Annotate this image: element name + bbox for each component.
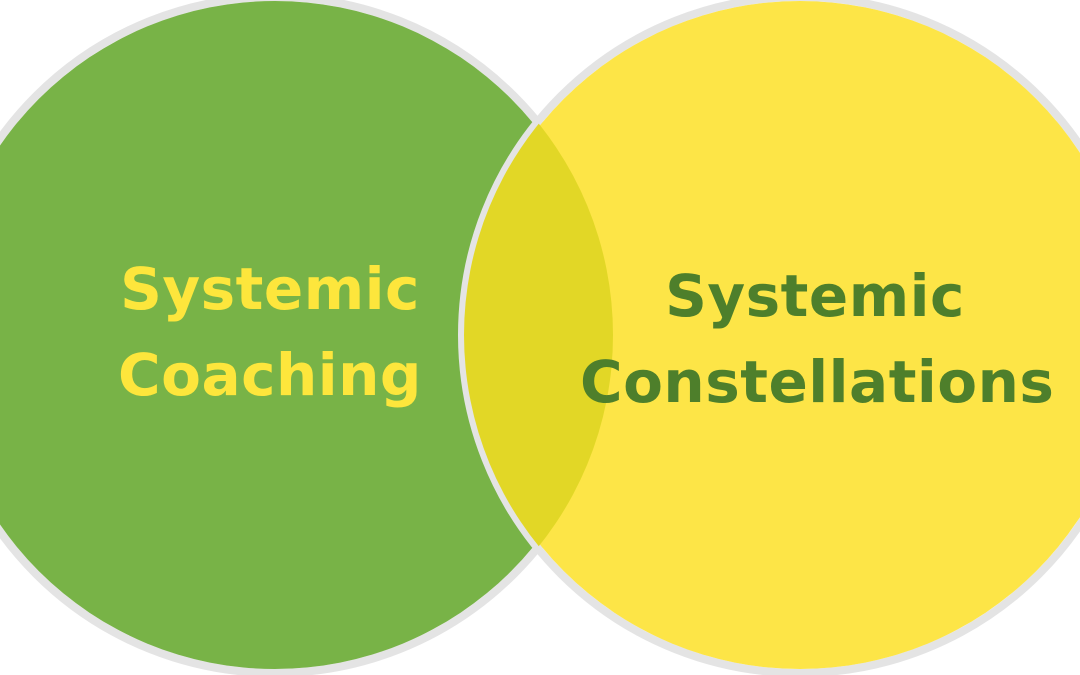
right-label-line1: Systemic [665, 262, 965, 330]
left-label-line1: Systemic [120, 255, 420, 323]
right-circle [466, 1, 1080, 669]
systemic-constellations-label: Systemic Constellations [580, 253, 1055, 425]
systemic-coaching-label: Systemic Coaching [110, 246, 430, 418]
right-circle-outline [458, 0, 1080, 675]
right-label-line2: Constellations [580, 348, 1055, 416]
left-circle [0, 1, 609, 669]
left-label-line2: Coaching [118, 341, 422, 409]
